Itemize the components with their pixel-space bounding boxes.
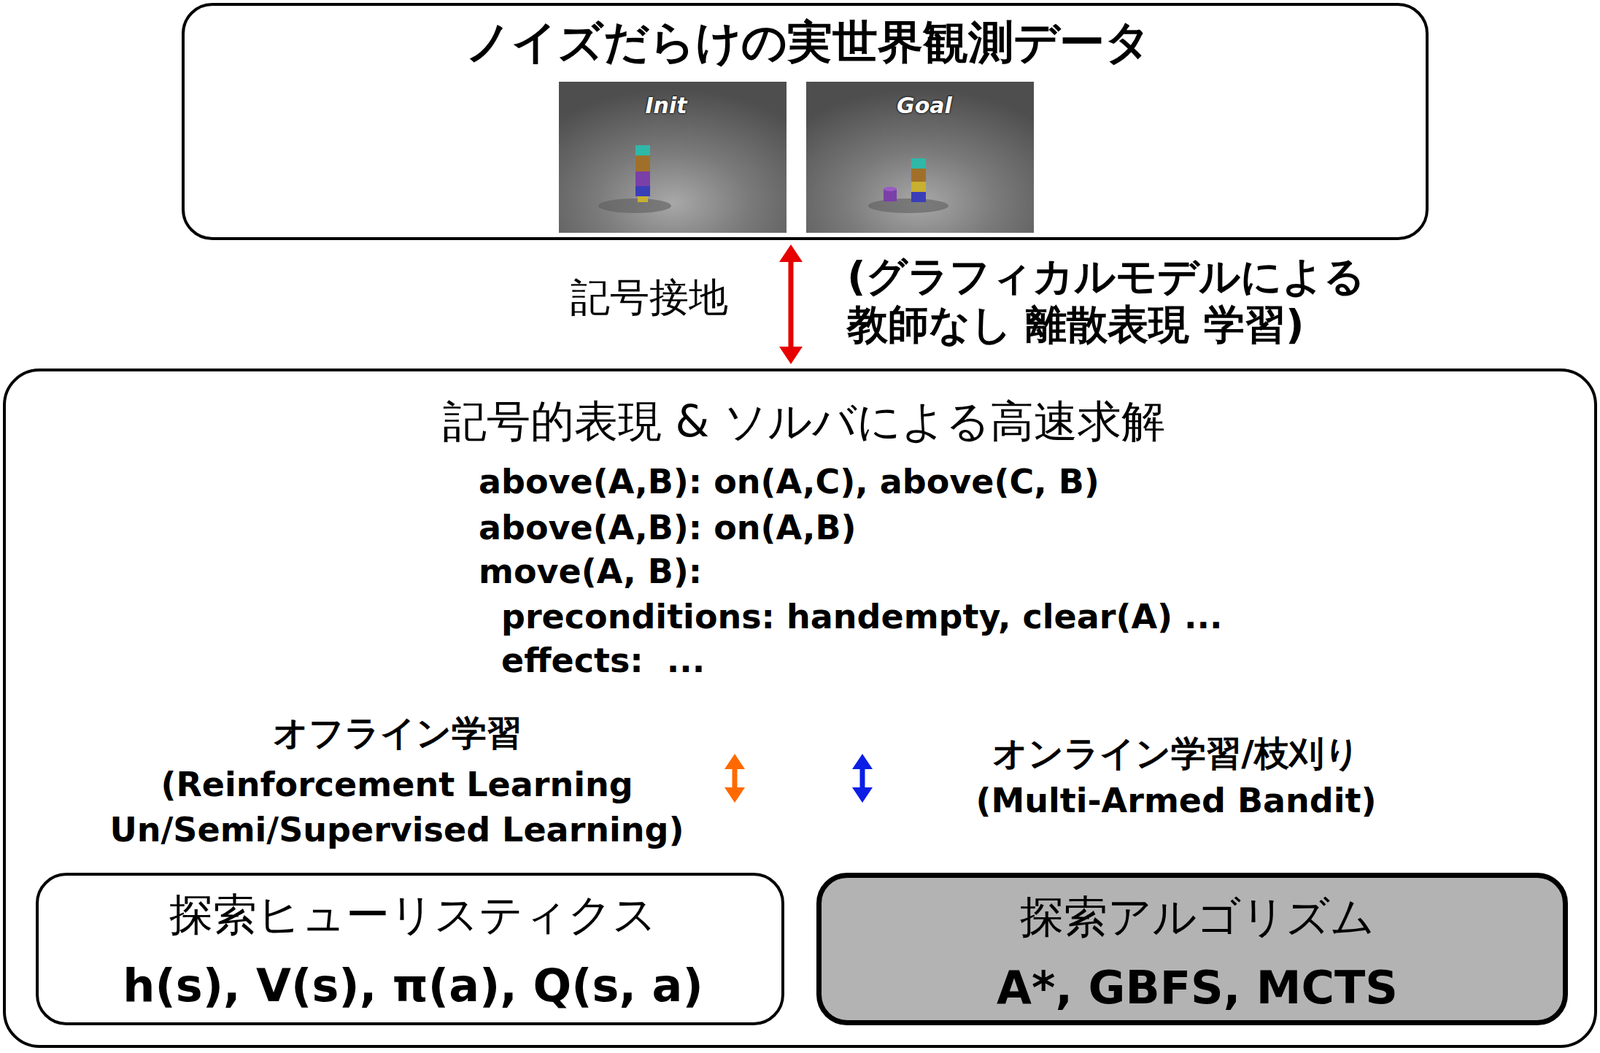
connector-line: [788, 259, 794, 350]
relation-label: 記号接地: [570, 272, 729, 323]
algorithm-box: 探索アルゴリズム A*, GBFS, MCTS: [816, 872, 1568, 1026]
symbolic-solver-box: 探索ヒューリスティクス h(s), V(s), π(a), Q(s, a) 探索アル…: [2, 368, 1598, 1048]
learning-methods: (Reinforcement Learning Un/Semi/Supervis…: [32, 761, 762, 853]
box-title: ノイズだらけの実世界観測データ: [465, 13, 1151, 71]
box-heading: 探索アルゴリズム: [1019, 889, 1375, 945]
arrow-head: [779, 346, 803, 365]
code-line: effects: ...: [501, 639, 705, 683]
offline-learning-arrow: [724, 753, 745, 803]
heuristics-box: 探索ヒューリスティクス h(s), V(s), π(a), Q(s, a): [35, 872, 785, 1026]
goal-scene-image: [806, 81, 1034, 233]
box-title: 記号的表現 & ソルバによる高速求解: [442, 393, 1166, 449]
box-heading: 探索ヒューリスティクス: [169, 887, 657, 942]
code-line: preconditions: handempty, clear(A) ...: [501, 596, 1223, 639]
box-body: h(s), V(s), π(a), Q(s, a): [122, 957, 704, 1015]
arrow-head: [779, 244, 803, 262]
observation-box: ノイズだらけの実世界観測データ: [181, 2, 1429, 241]
init-scene-image: [558, 81, 787, 233]
learning-heading: オンライン学習/枝刈り: [992, 731, 1360, 775]
learning-heading: オフライン学習: [272, 710, 522, 755]
learning-methods: (Multi-Armed Bandit): [975, 779, 1377, 823]
online-learning-arrow: [852, 753, 873, 803]
relation-note: (グラフィカルモデルによる 教師なし 離散表現 学習): [847, 252, 1490, 349]
double-arrow-connector: [779, 244, 803, 365]
box-body: A*, GBFS, MCTS: [996, 959, 1398, 1017]
code-line: above(A,B): on(A,C), above(C, B): [478, 461, 1100, 504]
image-caption: Goal: [896, 91, 953, 120]
code-line: above(A,B): on(A,B): [478, 507, 857, 550]
code-line: move(A, B):: [478, 550, 702, 594]
image-caption: Init: [644, 91, 687, 120]
